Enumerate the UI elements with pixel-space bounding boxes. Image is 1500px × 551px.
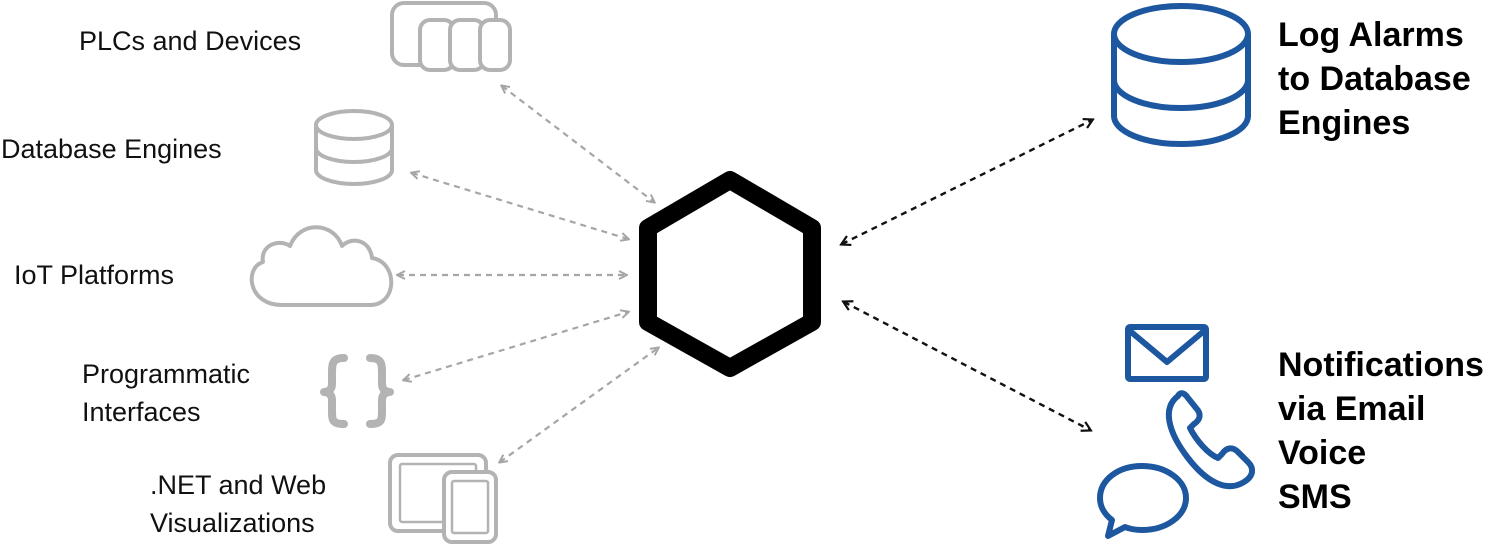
label-line: Log Alarms: [1278, 16, 1464, 54]
mail-icon: [1125, 324, 1209, 382]
source-label-iot: IoT Platforms: [14, 256, 174, 294]
label-line: IoT Platforms: [14, 260, 175, 290]
label-line: Visualizations: [150, 508, 315, 538]
curly-braces-icon: [320, 354, 394, 428]
connector-plc: [502, 86, 654, 202]
connector-programmatic: [404, 312, 628, 380]
label-line: via Email: [1278, 390, 1426, 428]
chat-icon: [1097, 463, 1189, 539]
hexagon-icon: [639, 171, 821, 377]
label-line: to Database: [1278, 60, 1471, 98]
phone-icon: [1166, 390, 1256, 489]
source-label-database: Database Engines: [1, 130, 222, 168]
plc-devices-icon: [390, 1, 512, 72]
destination-label-log-alarms: Log Alarms to Database Engines: [1278, 13, 1471, 145]
connector-visualizations: [500, 348, 658, 462]
label-line: SMS: [1278, 478, 1352, 516]
cloud-icon: [249, 225, 394, 307]
connector-database: [412, 173, 628, 239]
source-label-plc: PLCs and Devices: [79, 22, 301, 60]
source-label-visualizations: .NET and Web Visualizations: [150, 466, 326, 542]
label-line: Notifications: [1278, 346, 1484, 384]
screens-icon: [388, 453, 498, 544]
label-line: .NET and Web: [150, 470, 327, 500]
source-connectors: [398, 86, 658, 462]
connector-notifications: [844, 302, 1090, 430]
source-label-programmatic: Programmatic Interfaces: [82, 355, 250, 431]
destination-connectors: [842, 120, 1092, 430]
connector-log-alarms: [842, 120, 1092, 244]
label-line: Database Engines: [1, 134, 222, 164]
label-line: PLCs and Devices: [79, 26, 302, 56]
database-icon: [1111, 3, 1251, 147]
database-icon: [314, 109, 394, 186]
label-line: Engines: [1278, 104, 1411, 142]
label-line: Interfaces: [82, 397, 201, 427]
label-line: Voice: [1278, 434, 1367, 472]
label-line: Programmatic: [82, 359, 251, 389]
destination-label-notifications: Notifications via Email Voice SMS: [1278, 343, 1484, 519]
mail-phone-chat-icon: [1097, 324, 1256, 539]
